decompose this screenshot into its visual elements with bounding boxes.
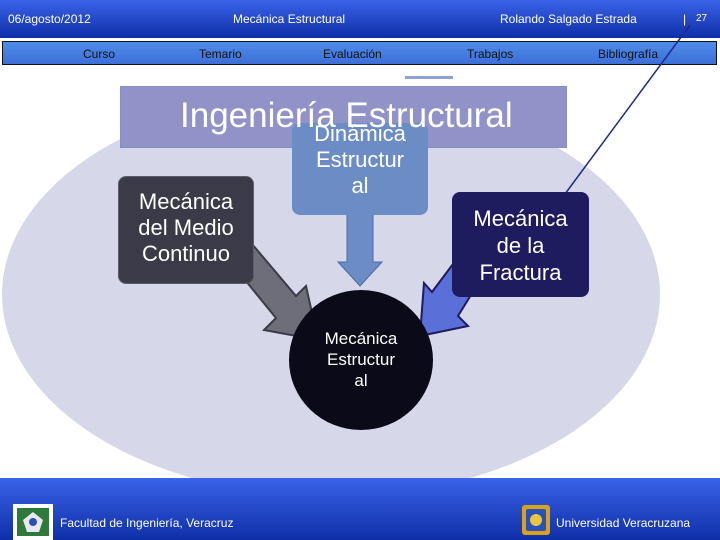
- page-separator: |: [683, 12, 687, 26]
- nav-item-bibliografia[interactable]: Bibliografía: [598, 47, 659, 61]
- nav-bar: Curso Temario Evaluación Trabajos Biblio…: [2, 41, 717, 65]
- decorative-bar: [405, 76, 453, 79]
- header-bar: 06/agosto/2012 Mecánica Estructural Rola…: [0, 0, 720, 38]
- nav-item-evaluacion[interactable]: Evaluación: [323, 47, 382, 61]
- fracture-box: [452, 192, 589, 297]
- nav-item-temario[interactable]: Temario: [199, 47, 242, 61]
- course-title: Mecánica Estructural: [233, 12, 346, 26]
- nav-item-curso[interactable]: Curso: [83, 47, 116, 61]
- page-number: 27: [696, 13, 708, 24]
- fracture-label: Mecánica de la Fractura: [473, 206, 568, 285]
- footer-bar: Facultad de Ingeniería, Veracruz Univers…: [0, 478, 720, 540]
- university-name: Universidad Veracruzana: [556, 516, 691, 530]
- faculty-logo-icon: [13, 504, 53, 540]
- nav-item-trabajos[interactable]: Trabajos: [467, 47, 514, 61]
- faculty-name: Facultad de Ingeniería, Veracruz: [60, 516, 234, 530]
- author-name: Rolando Salgado Estrada: [500, 12, 637, 26]
- dynamics-label: Dinámica Estructur al: [314, 121, 406, 198]
- arrow-dynamics-to-center: [336, 209, 384, 287]
- center-label: Mecánica Estructur al: [324, 329, 398, 390]
- dynamics-box: [292, 123, 428, 215]
- date-label: 06/agosto/2012: [8, 12, 91, 26]
- pointer-line: [564, 24, 691, 195]
- continuum-box: [118, 176, 254, 284]
- university-logo-icon: [522, 505, 550, 535]
- diagram-title: Ingeniería Estructural: [180, 96, 513, 135]
- continuum-label: Mecánica del Medio Continuo: [138, 189, 234, 266]
- center-circle: [289, 290, 433, 430]
